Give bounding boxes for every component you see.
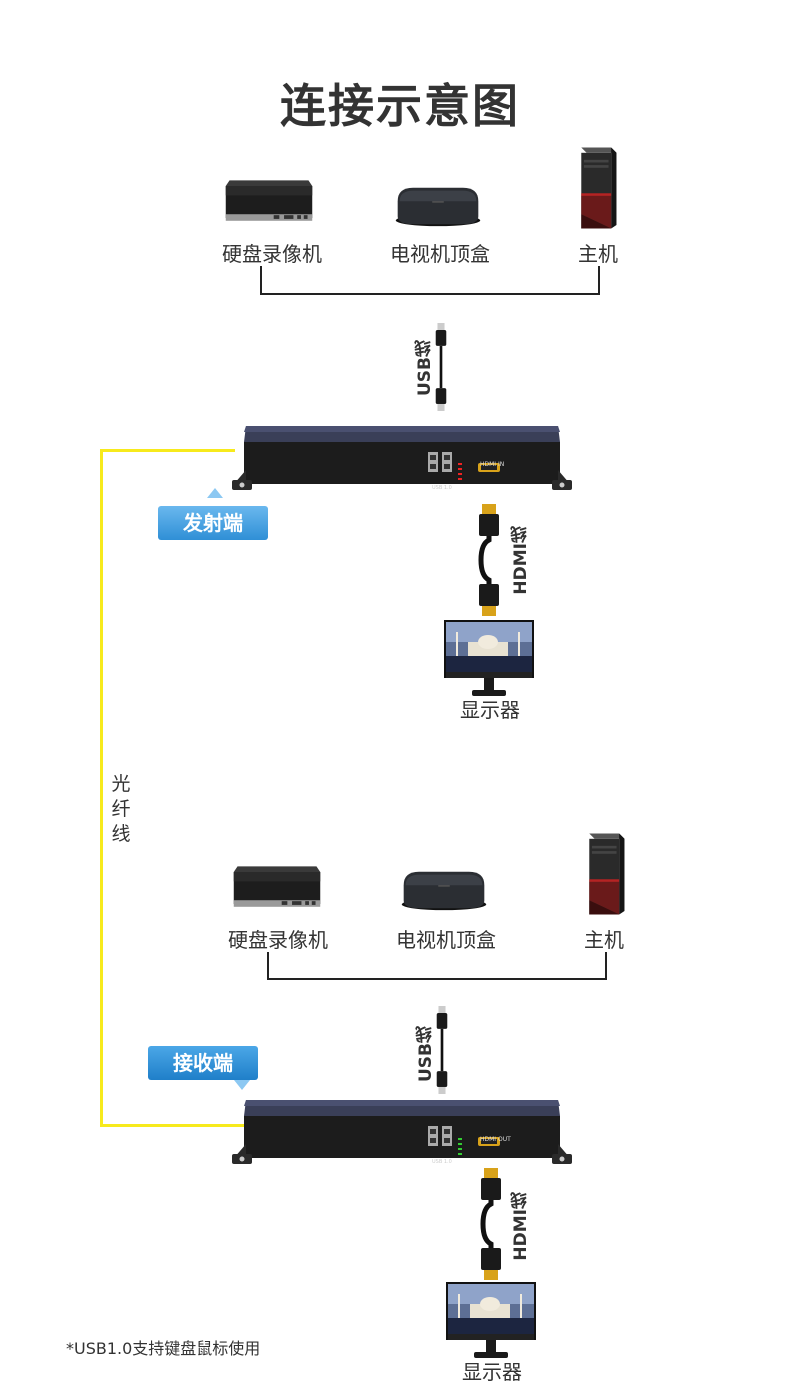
bracket-right — [598, 266, 600, 294]
receiver-badge: 接收端 — [148, 1046, 258, 1080]
pc-label: 主机 — [578, 242, 618, 266]
bracket-left — [267, 952, 269, 980]
hdmi-cable-icon — [474, 504, 504, 616]
transmitter-badge-arrow — [207, 488, 223, 498]
transmitter-badge: 发射端 — [158, 506, 268, 540]
bracket-bottom — [260, 293, 600, 295]
transmitter-device — [230, 424, 574, 494]
hdmi-cable-icon — [476, 1168, 506, 1280]
page-title: 连接示意图 — [280, 79, 520, 133]
set-top-box-icon — [390, 182, 486, 230]
receiver-badge-arrow — [234, 1080, 250, 1090]
monitor-label: 显示器 — [462, 1360, 522, 1384]
monitor-label: 显示器 — [460, 698, 520, 722]
fiber-line-vertical — [100, 449, 103, 1127]
bracket-right — [605, 952, 607, 980]
bracket-bottom — [267, 978, 607, 980]
transmitter-usb-label: USB 1.0 — [432, 485, 452, 491]
receiver-port-label: HDMI OUT — [480, 1136, 511, 1143]
hdmi-cable-label: HDMI线 — [511, 1192, 531, 1261]
transmitter-led-panel — [458, 463, 462, 481]
transmitter-port-label: HDMI IN — [480, 461, 505, 468]
receiver-device — [230, 1098, 574, 1168]
monitor-icon — [446, 1282, 536, 1362]
set-top-box-label: 电视机顶盒 — [390, 242, 490, 266]
receiver-led-panel — [458, 1138, 462, 1156]
footnote: *USB1.0支持键盘鼠标使用 — [66, 1339, 261, 1358]
dvr-label: 硬盘录像机 — [228, 928, 328, 952]
dvr-icon — [230, 864, 324, 912]
set-top-box-label: 电视机顶盒 — [396, 928, 496, 952]
set-top-box-icon — [396, 866, 492, 914]
usb-cable-label: USB线 — [416, 1026, 436, 1083]
pc-tower-icon — [582, 830, 630, 918]
dvr-icon — [222, 178, 316, 226]
bracket-left — [260, 266, 262, 294]
hdmi-cable-label: HDMI线 — [511, 526, 531, 595]
receiver-usb-label: USB 1.0 — [432, 1159, 452, 1165]
pc-label: 主机 — [584, 928, 624, 952]
fiber-line-bottom — [100, 1124, 248, 1127]
usb-cable-label: USB线 — [415, 340, 435, 397]
dvr-label: 硬盘录像机 — [222, 242, 322, 266]
fiber-line-top — [100, 449, 235, 452]
pc-tower-icon — [574, 144, 622, 232]
monitor-icon — [444, 620, 534, 700]
fiber-cable-label: 光纤线 — [111, 773, 131, 845]
